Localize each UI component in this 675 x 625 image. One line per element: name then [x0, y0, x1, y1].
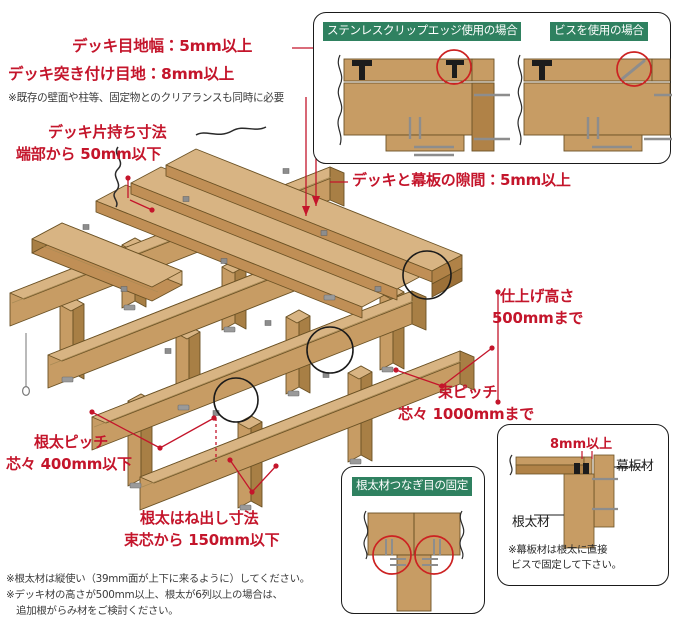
- label-finish-height-line1: 仕上げ高さ: [500, 287, 575, 305]
- label-deck-joint-width: デッキ目地幅：5mm以上: [72, 37, 253, 55]
- label-deck-butt-joint-note: ※既存の壁面や柱等、固定物とのクリアランスも同時に必要: [8, 92, 284, 104]
- footnote-line-2: ※デッキ材の高さが500mm以上、根太が6列以上の場合は、: [6, 589, 283, 601]
- panel-fascia-detail: 8mm以上 幕板材 根太材: [497, 424, 669, 586]
- label-joist-material: 根太材: [512, 515, 550, 530]
- panel-joist-joint: 根太材つなぎ目の固定: [341, 466, 485, 614]
- label-deck-cantilever-line2: 端部から 50mm以下: [16, 145, 162, 163]
- label-finish-height-line2: 500mmまで: [492, 309, 584, 327]
- label-post-pitch-line2: 芯々 1000mmまで: [398, 405, 535, 423]
- fascia-detail-drawing: [509, 451, 644, 549]
- top-detail-drawing: [337, 49, 672, 157]
- joist-joint-drawing: [363, 510, 465, 612]
- panel-tag-joist-joint: 根太材つなぎ目の固定: [352, 477, 472, 496]
- label-joist-pitch-line1: 根太ピッチ: [34, 433, 109, 451]
- label-fascia-gap-dimension: 8mm以上: [550, 437, 613, 452]
- isometric-deck-drawing: [9, 126, 475, 511]
- label-joist-pitch-line2: 芯々 400mm以下: [6, 455, 132, 473]
- footnote-line-1: ※根太材は縦使い（39mm面が上下に来るように）してください。: [6, 573, 310, 585]
- label-deck-cantilever-line1: デッキ片持ち寸法: [48, 123, 167, 141]
- label-deck-butt-joint: デッキ突き付け目地：8mm以上: [8, 65, 235, 83]
- label-joist-overhang-line2: 束芯から 150mm以下: [124, 531, 280, 549]
- panel-tag-stainless-clip: ステンレスクリップエッジ使用の場合: [323, 22, 522, 41]
- label-deck-fascia-gap: デッキと幕板の隙間：5mm以上: [352, 171, 571, 189]
- label-joist-overhang-line1: 根太はね出し寸法: [140, 509, 259, 527]
- fascia-note-line1: ※幕板材は根太に直接: [508, 544, 608, 556]
- fascia-note-line2: ビスで固定して下さい。: [508, 559, 622, 571]
- panel-top-detail: ステンレスクリップエッジ使用の場合 ビスを使用の場合: [313, 12, 672, 164]
- footnote-line-3: 追加根がらみ材をご検討ください。: [6, 605, 179, 617]
- panel-tag-screw: ビスを使用の場合: [550, 22, 648, 41]
- label-post-pitch-line1: 束ピッチ: [438, 383, 498, 401]
